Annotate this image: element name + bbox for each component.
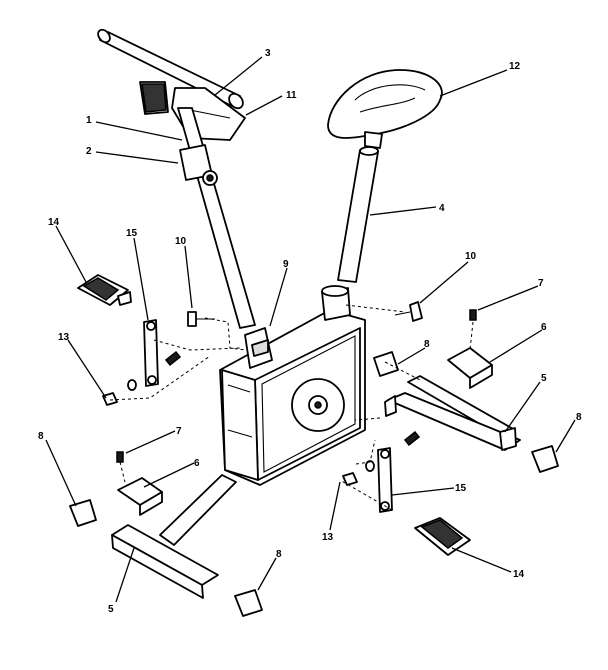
callout-8-far-right: 8 — [576, 412, 582, 423]
callout-8-bottom: 8 — [276, 549, 282, 560]
left-pedal — [77, 274, 132, 306]
callout-7-left: 7 — [176, 426, 182, 437]
callout-5-right: 5 — [541, 373, 547, 384]
callout-labels: 1 2 3 11 12 4 9 10 10 7 6 8 5 8 7 6 8 8 … — [38, 48, 582, 615]
adjust-knob-right — [394, 301, 423, 322]
seat-assembly — [327, 69, 443, 283]
callout-11: 11 — [286, 90, 297, 101]
right-crank-arm — [377, 430, 421, 513]
callout-8-left: 8 — [38, 431, 44, 442]
handlebar-assembly — [97, 28, 256, 329]
callout-2: 2 — [86, 146, 92, 157]
callout-10-left: 10 — [175, 236, 187, 247]
callout-3: 3 — [265, 48, 271, 59]
callout-14-right: 14 — [513, 569, 525, 580]
callout-4: 4 — [439, 203, 445, 214]
callout-15-left: 15 — [126, 228, 138, 239]
left-crank-arm — [143, 319, 182, 387]
front-stabilizer — [373, 347, 559, 473]
callout-5-left: 5 — [108, 604, 114, 615]
left-nut-washer — [102, 379, 137, 406]
callout-13-right: 13 — [322, 532, 334, 543]
rear-stabilizer — [69, 474, 263, 617]
main-frame — [219, 285, 366, 486]
callout-9: 9 — [283, 259, 289, 270]
assembly-lines — [109, 304, 474, 511]
callout-1: 1 — [86, 115, 92, 126]
callout-6-left: 6 — [194, 458, 200, 469]
callout-15-right: 15 — [455, 483, 467, 494]
callout-12: 12 — [509, 61, 521, 72]
callout-10-right: 10 — [465, 251, 477, 262]
right-pedal — [414, 517, 471, 556]
leader-lines — [45, 56, 576, 603]
right-nut-washer — [342, 460, 375, 486]
callout-14-left: 14 — [48, 217, 60, 228]
bolt-left — [116, 451, 124, 463]
callout-7-right: 7 — [538, 278, 544, 289]
callout-13-left: 13 — [58, 332, 70, 343]
bolt-right — [469, 309, 477, 321]
callout-8-mid: 8 — [424, 339, 430, 350]
callout-6-right: 6 — [541, 322, 547, 333]
